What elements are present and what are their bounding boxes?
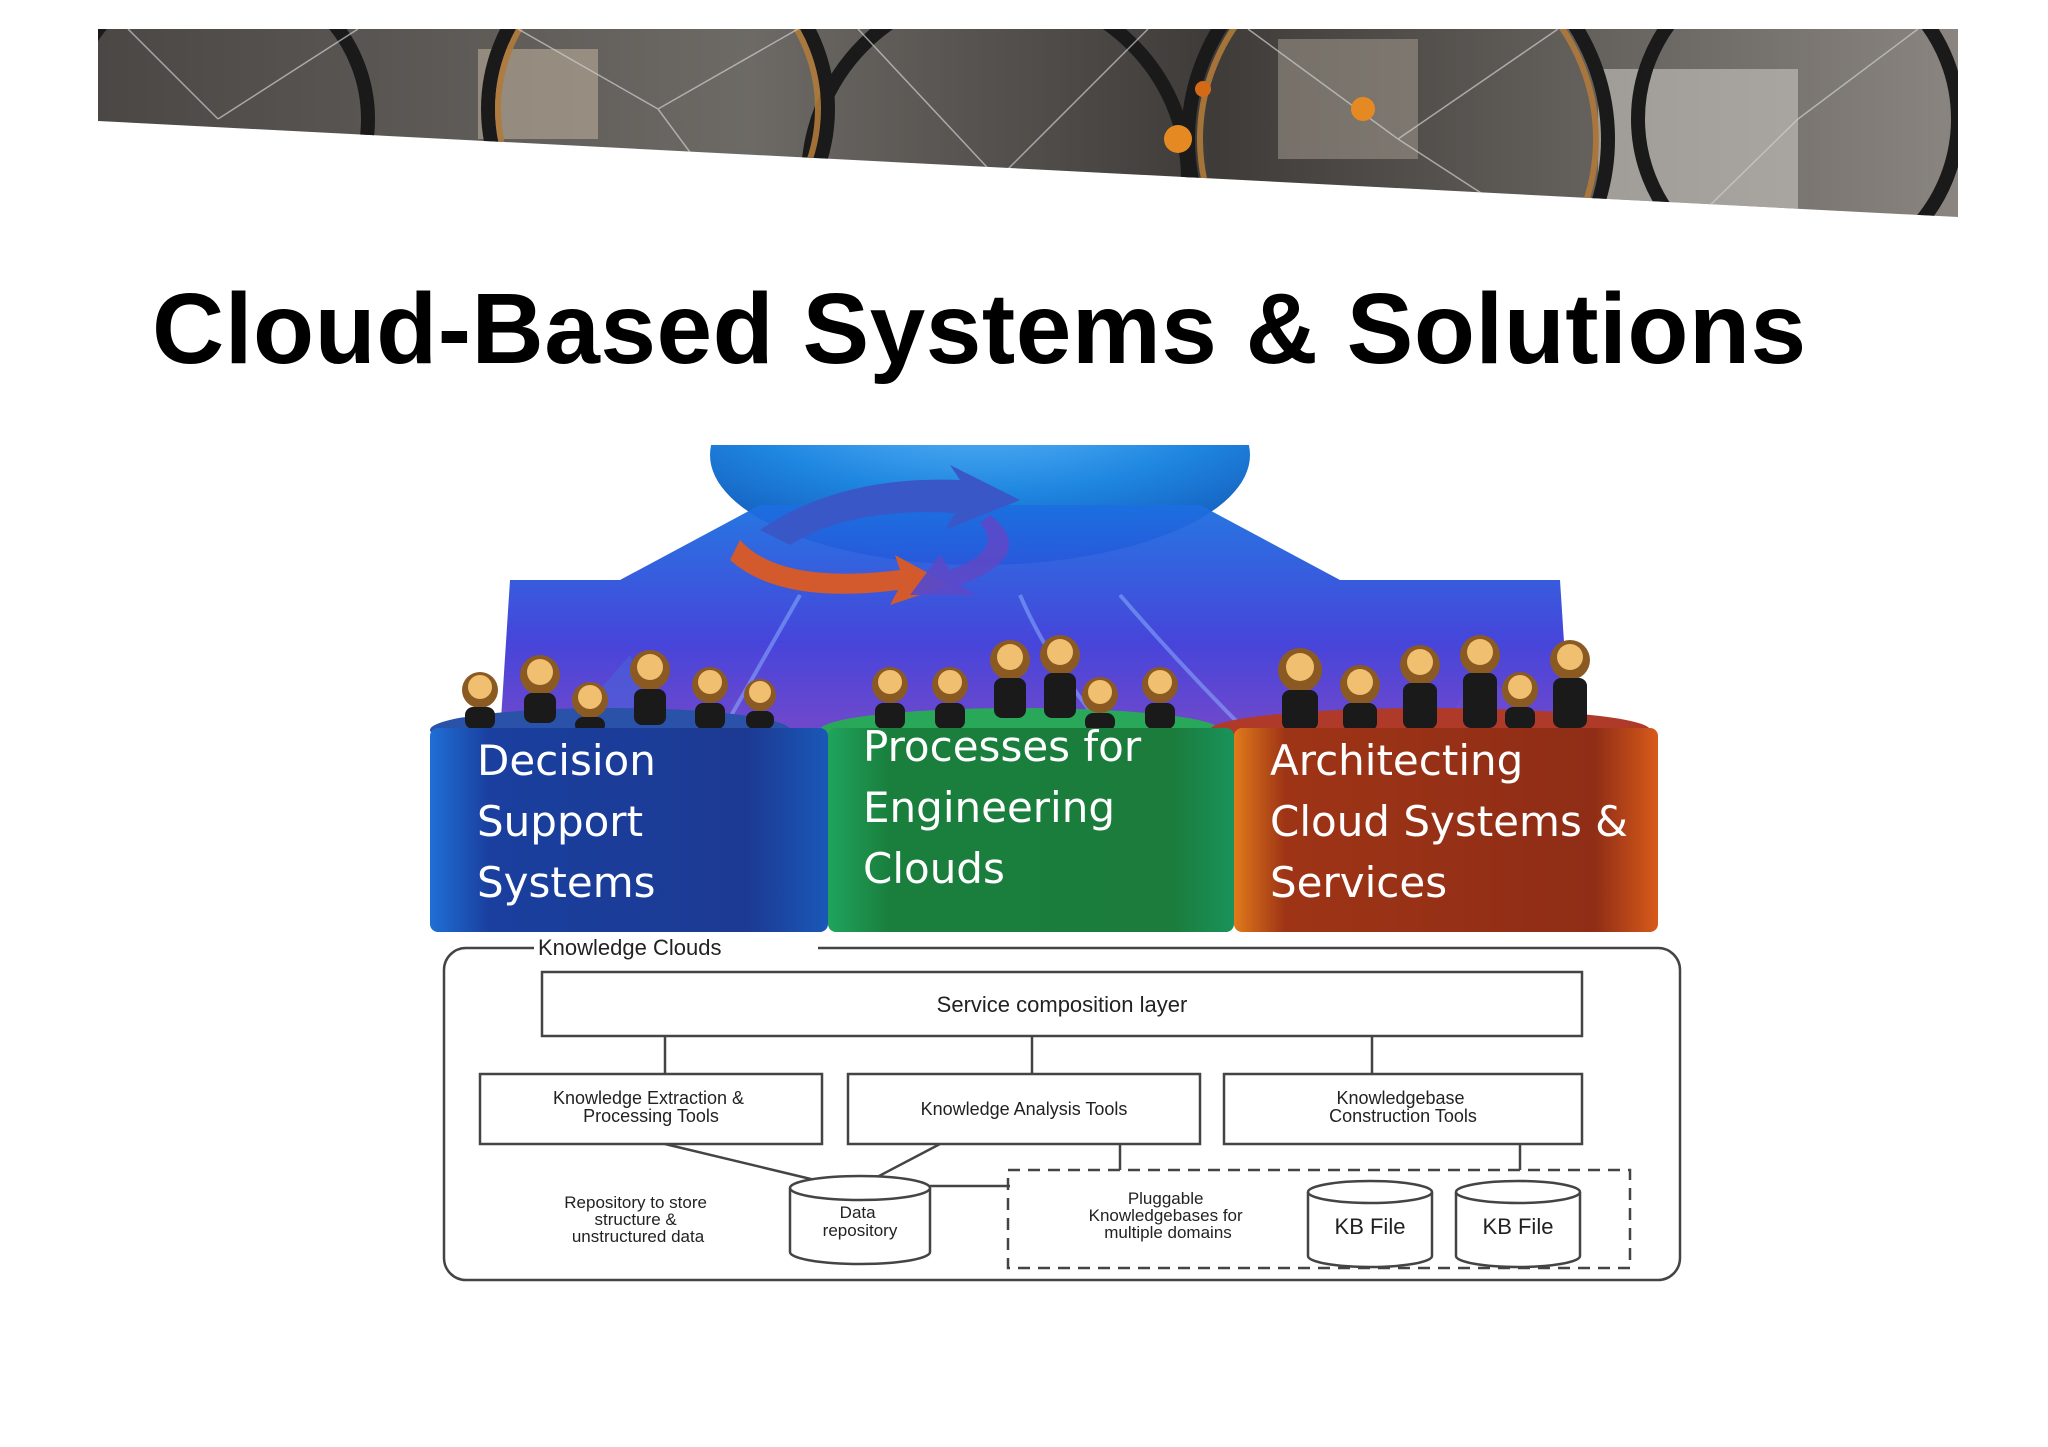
header-banner: [98, 29, 1958, 217]
knowledge-analysis-tools-label: Knowledge Analysis Tools: [921, 1099, 1128, 1119]
service-composition-layer-label: Service composition layer: [937, 992, 1188, 1017]
decision-support-systems-box: Decision Support Systems: [430, 728, 828, 932]
cloud-illustration: [430, 445, 1650, 752]
kb-file-label: KB File: [1335, 1214, 1406, 1239]
service-composition-layer: [540, 970, 1584, 1038]
pluggable-note: Pluggable Knowledgebases for multiple do…: [1089, 1189, 1248, 1242]
repository-note: Repository to store structure & unstruct…: [564, 1193, 711, 1246]
architecting-cloud-systems-label: Architecting Cloud Systems & Services: [1270, 736, 1628, 907]
pluggable-knowledgebases-region: [1006, 1168, 1632, 1270]
knowledge-analysis-tools-box: [846, 1072, 1202, 1146]
kb-file-icon: [1454, 1179, 1582, 1269]
refresh-arrows-icon: [730, 465, 1020, 605]
data-repository-label: Data repository: [823, 1203, 898, 1240]
kb-file-label: KB File: [1483, 1214, 1554, 1239]
processes-engineering-clouds-label: Processes for Engineering Clouds: [863, 722, 1142, 893]
bicycle-wheels-banner-icon: [98, 29, 1958, 217]
knowledgebase-construction-tools-box: [1222, 1072, 1584, 1146]
decision-support-systems-label: Decision Support Systems: [477, 736, 656, 907]
knowledgebase-construction-tools-label: Knowledgebase Construction Tools: [1329, 1088, 1477, 1126]
knowledge-extraction-tools-label: Knowledge Extraction & Processing Tools: [553, 1088, 749, 1126]
knowledge-clouds-diagram: Knowledge Clouds Service composition lay…: [442, 932, 1682, 1282]
people-group-icon: [430, 635, 1650, 752]
knowledge-clouds-label: Knowledge Clouds: [538, 935, 721, 960]
slide-title: Cloud-Based Systems & Solutions: [152, 273, 1807, 385]
knowledge-extraction-tools-box: [478, 1072, 824, 1146]
processes-engineering-clouds-box: Processes for Engineering Clouds: [828, 722, 1234, 932]
kb-file-icon: [1306, 1179, 1434, 1269]
architecting-cloud-systems-box: Architecting Cloud Systems & Services: [1234, 728, 1658, 932]
database-icon: [788, 1174, 932, 1266]
